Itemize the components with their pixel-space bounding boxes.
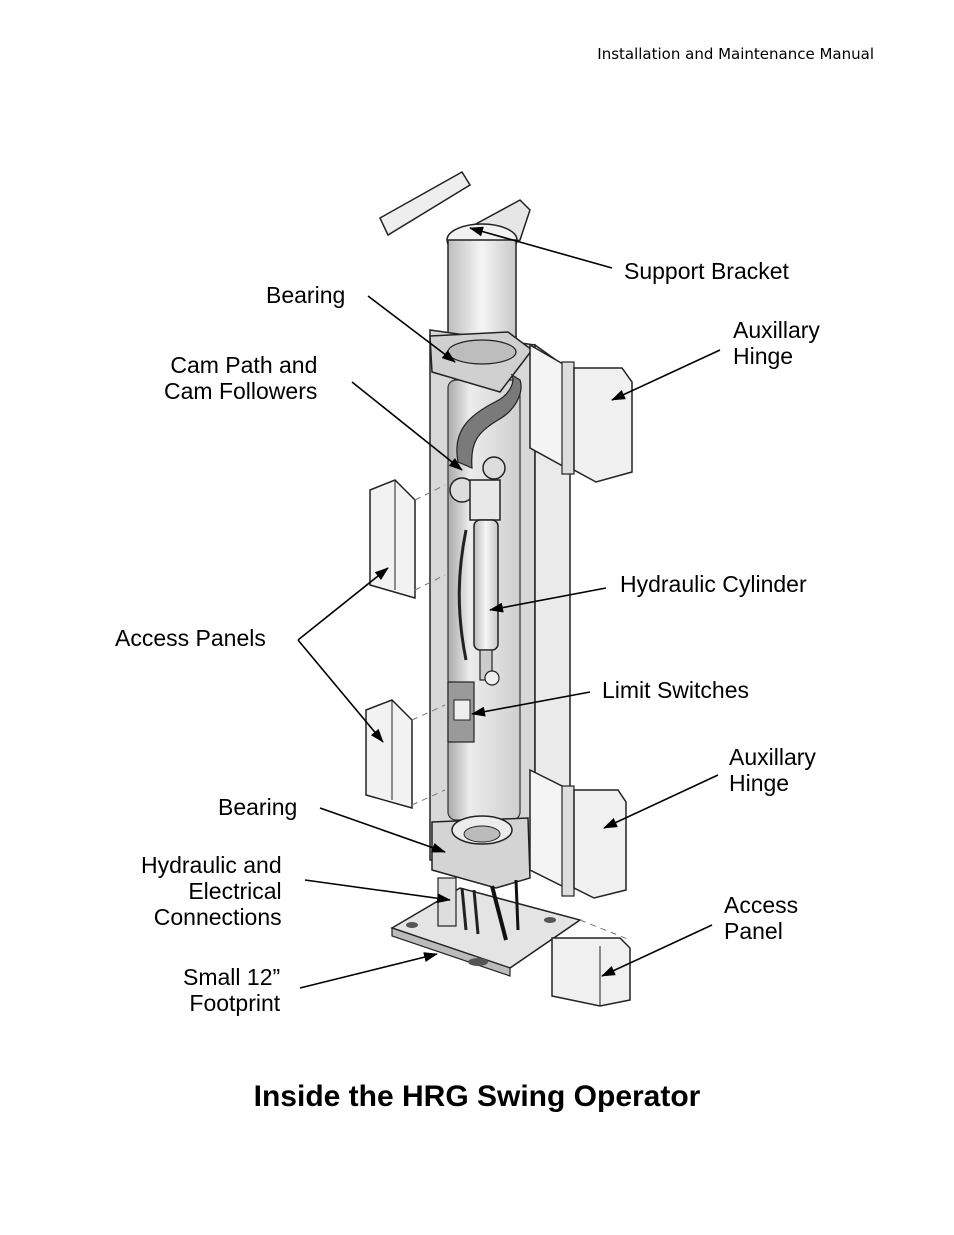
hydraulic-cylinder [449,456,506,686]
label-bearing-bottom: Bearing [218,794,298,820]
label-hyd-elec: Hydraulic and Electrical Connections [141,852,282,930]
label-aux-hinge-top: Auxillary Hinge [733,317,820,369]
label-access-panels: Access Panels [115,625,266,651]
leader-arrows [297,226,721,989]
figure-title: Inside the HRG Swing Operator [253,1080,701,1113]
access-panel-upper [369,479,416,599]
guide-lines [411,484,631,941]
label-access-panel: Access Panel [724,892,799,944]
access-panel-base [551,937,631,1007]
label-bearing-top: Bearing [266,282,346,308]
limit-switches [447,681,475,743]
label-footprint: Small 12” Footprint [183,964,281,1016]
aux-hinge-bottom [529,768,627,899]
label-limit-switches: Limit Switches [602,677,749,703]
bearing-bottom [431,815,531,889]
label-cam-path: Cam Path and Cam Followers [164,352,318,404]
label-aux-hinge-bottom: Auxillary Hinge [729,744,816,796]
label-hydraulic-cylinder: Hydraulic Cylinder [620,571,807,597]
cam-path [456,373,522,469]
page-header: Installation and Maintenance Manual [597,45,874,63]
access-panel-lower [365,699,413,809]
label-support-bracket: Support Bracket [624,258,789,284]
